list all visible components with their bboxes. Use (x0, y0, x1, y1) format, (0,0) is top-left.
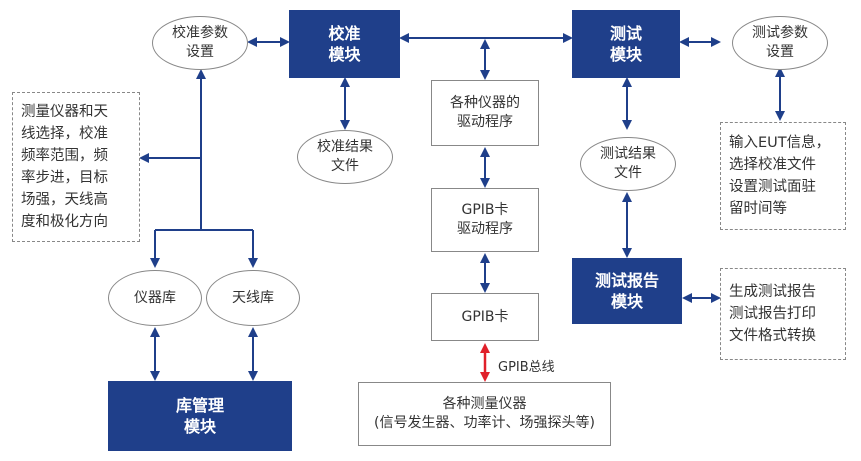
instr-lib-label: 仪器库 (134, 289, 176, 306)
gpib-driver-box: GPIB卡 驱动程序 (431, 188, 539, 252)
calib-note-text: 测量仪器和天 线选择，校准 频率范围，频 率步进，目标 场强，天线高 度和极化方… (21, 104, 108, 230)
instruments-box: 各种测量仪器 (信号发生器、功率计、场强探头等) (358, 382, 611, 446)
instruments-label: 各种测量仪器 (信号发生器、功率计、场强探头等) (374, 396, 595, 431)
report-module: 测试报告 模块 (572, 258, 682, 324)
test-params-label: 测试参数 设置 (752, 25, 808, 60)
gpib-card-box: GPIB卡 (431, 293, 539, 341)
test-note: 输入EUT信息， 选择校准文件 设置测试面驻 留时间等 (720, 122, 846, 230)
report-module-label: 测试报告 模块 (594, 271, 659, 311)
calib-result-ellipse: 校准结果 文件 (297, 130, 393, 184)
gpib-driver-label: GPIB卡 驱动程序 (457, 202, 513, 237)
lib-module-label: 库管理 模块 (175, 396, 224, 436)
lib-module: 库管理 模块 (108, 381, 292, 451)
drivers-box: 各种仪器的 驱动程序 (431, 80, 539, 146)
gpib-bus-label: GPIB总线 (498, 360, 555, 375)
test-params-ellipse: 测试参数 设置 (732, 16, 828, 70)
calib-params-ellipse: 校准参数 设置 (152, 16, 248, 70)
drivers-label: 各种仪器的 驱动程序 (450, 95, 520, 130)
calib-params-label: 校准参数 设置 (172, 25, 228, 60)
test-module-label: 测试 模块 (609, 24, 642, 64)
antenna-lib-ellipse: 天线库 (206, 270, 300, 326)
antenna-lib-label: 天线库 (232, 289, 274, 306)
calib-result-label: 校准结果 文件 (317, 139, 373, 174)
test-note-text: 输入EUT信息， 选择校准文件 设置测试面驻 留时间等 (729, 135, 831, 217)
test-result-ellipse: 测试结果 文件 (580, 137, 676, 191)
calib-note: 测量仪器和天 线选择，校准 频率范围，频 率步进，目标 场强，天线高 度和极化方… (12, 92, 140, 242)
gpib-card-label: GPIB卡 (461, 308, 509, 325)
calib-module-label: 校准 模块 (328, 24, 361, 64)
test-result-label: 测试结果 文件 (600, 146, 656, 181)
calib-module: 校准 模块 (289, 10, 400, 78)
report-note: 生成测试报告 测试报告打印 文件格式转换 (720, 268, 846, 360)
report-note-text: 生成测试报告 测试报告打印 文件格式转换 (729, 284, 816, 344)
test-module: 测试 模块 (572, 10, 680, 78)
instr-lib-ellipse: 仪器库 (108, 270, 202, 326)
